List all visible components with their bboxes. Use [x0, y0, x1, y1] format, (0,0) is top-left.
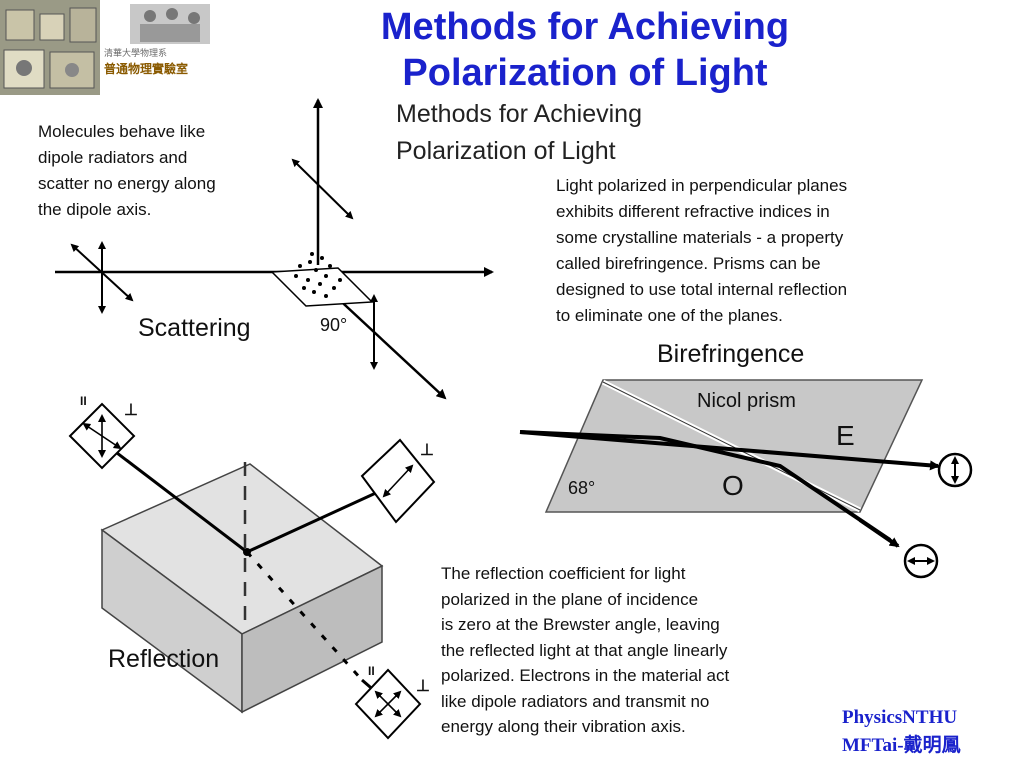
polarization-diagonal-arrow: [70, 243, 134, 302]
transmitted-perp-symbol: ⊥: [416, 678, 430, 695]
scattering-desc-line: scatter no energy along: [38, 174, 216, 193]
birefringence-desc-line: called birefringence. Prisms can be: [556, 254, 821, 273]
reflected-perp-symbol: ⊥: [420, 442, 434, 459]
o-ray-path: [519, 430, 892, 542]
reflection-desc-line: the reflected light at that angle linear…: [441, 640, 728, 660]
lab-logo-image: [0, 0, 210, 95]
reflection-desc-line: energy along their vibration axis.: [441, 717, 686, 736]
author-credit: PhysicsNTHU MFTai-戴明鳳: [842, 704, 961, 760]
credit-line2: MFTai-戴明鳳: [842, 735, 961, 756]
reflection-desc-line: polarized. Electrons in the material act: [441, 666, 730, 685]
credit-line1: PhysicsNTHU: [842, 707, 958, 728]
lab-logo: 清華大學物理系 普通物理實驗室: [0, 0, 245, 95]
birefringence-description: Light polarized in perpendicular planes …: [556, 173, 847, 329]
reflection-diagram: [68, 402, 436, 740]
logo-caption-main: 普通物理實驗室: [104, 62, 189, 76]
reflected-pol-arrow: [382, 464, 414, 498]
glass-block-side: [241, 564, 383, 714]
incident-ray: [99, 438, 248, 554]
slide-title-line1: Methods for Achieving: [380, 6, 790, 48]
reflection-label: Reflection: [108, 645, 220, 673]
incidence-point: [243, 548, 251, 556]
scattering-label: Scattering: [138, 314, 251, 342]
reflection-desc-line: like dipole radiators and transmit no: [441, 691, 710, 711]
reflected-ray: [246, 490, 379, 554]
birefringence-label: Birefringence: [657, 340, 805, 368]
o-ray-arrow: [858, 518, 900, 548]
birefringence-desc-line: designed to use total internal reflectio…: [556, 280, 848, 299]
reflection-description: The reflection coefficient for light pol…: [441, 561, 729, 740]
reflection-desc-line: is zero at the Brewster angle, leaving: [441, 615, 720, 634]
birefringence-desc-line: some crystalline materials - a property: [556, 228, 844, 247]
polarization-up-beam-arrow: [291, 158, 354, 220]
birefringence-diagram: [519, 379, 973, 579]
incident-parallel-symbol: II: [80, 394, 87, 408]
scattering-description: Molecules behave like dipole radiators a…: [38, 119, 216, 223]
scattering-desc-line: the dipole axis.: [38, 200, 152, 219]
birefringence-desc-line: to eliminate one of the planes.: [556, 306, 783, 325]
figure-title-line1: Methods for Achieving: [396, 100, 642, 128]
slide-title-line2: Polarization of Light: [402, 52, 768, 94]
e-ray-label: E: [836, 420, 855, 451]
o-ray-label: O: [722, 470, 744, 501]
scattering-desc-line: dipole radiators and: [38, 148, 188, 167]
nicol-prism-label: Nicol prism: [697, 390, 796, 412]
scattering-molecules: [294, 252, 342, 298]
incident-perp-symbol: ⊥: [124, 402, 138, 419]
figure-title: Methods for Achieving Polarization of Li…: [396, 96, 642, 170]
birefringence-desc-line: Light polarized in perpendicular planes: [556, 176, 848, 195]
reflection-desc-line: The reflection coefficient for light: [441, 564, 686, 583]
transmitted-parallel-symbol: II: [368, 664, 375, 678]
slide-title: Methods for Achieving Polarization of Li…: [300, 4, 870, 96]
scattering-angle-label: 90°: [320, 315, 348, 335]
birefringence-desc-line: exhibits different refractive indices in: [556, 202, 830, 221]
prism-angle-label: 68°: [568, 478, 596, 498]
incident-pol-diagonal: [82, 422, 122, 450]
scattering-diagram: [55, 98, 494, 400]
transmitted-pol-diag2: [374, 690, 402, 718]
e-ray-arrow: [519, 430, 940, 471]
scattering-plane: [270, 267, 374, 307]
logo-caption-small: 清華大學物理系: [104, 49, 168, 59]
reflection-desc-line: polarized in the plane of incidence: [441, 589, 699, 609]
scattering-desc-line: Molecules behave like: [38, 122, 206, 141]
figure-title-line2: Polarization of Light: [396, 137, 616, 165]
